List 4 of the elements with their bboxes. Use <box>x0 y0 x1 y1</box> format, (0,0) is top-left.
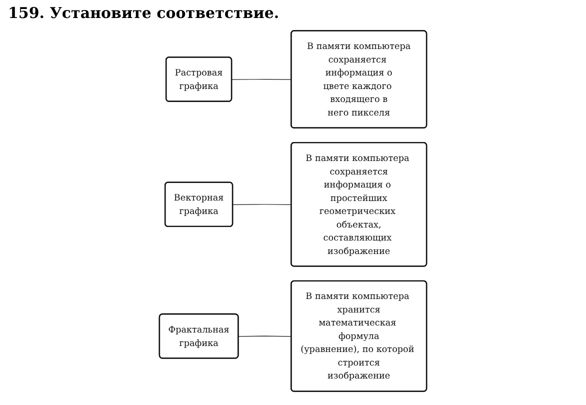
connector <box>232 204 292 205</box>
connector <box>232 78 292 80</box>
connector <box>238 336 292 337</box>
task-title: 159. Установите соответствие. <box>8 4 280 22</box>
